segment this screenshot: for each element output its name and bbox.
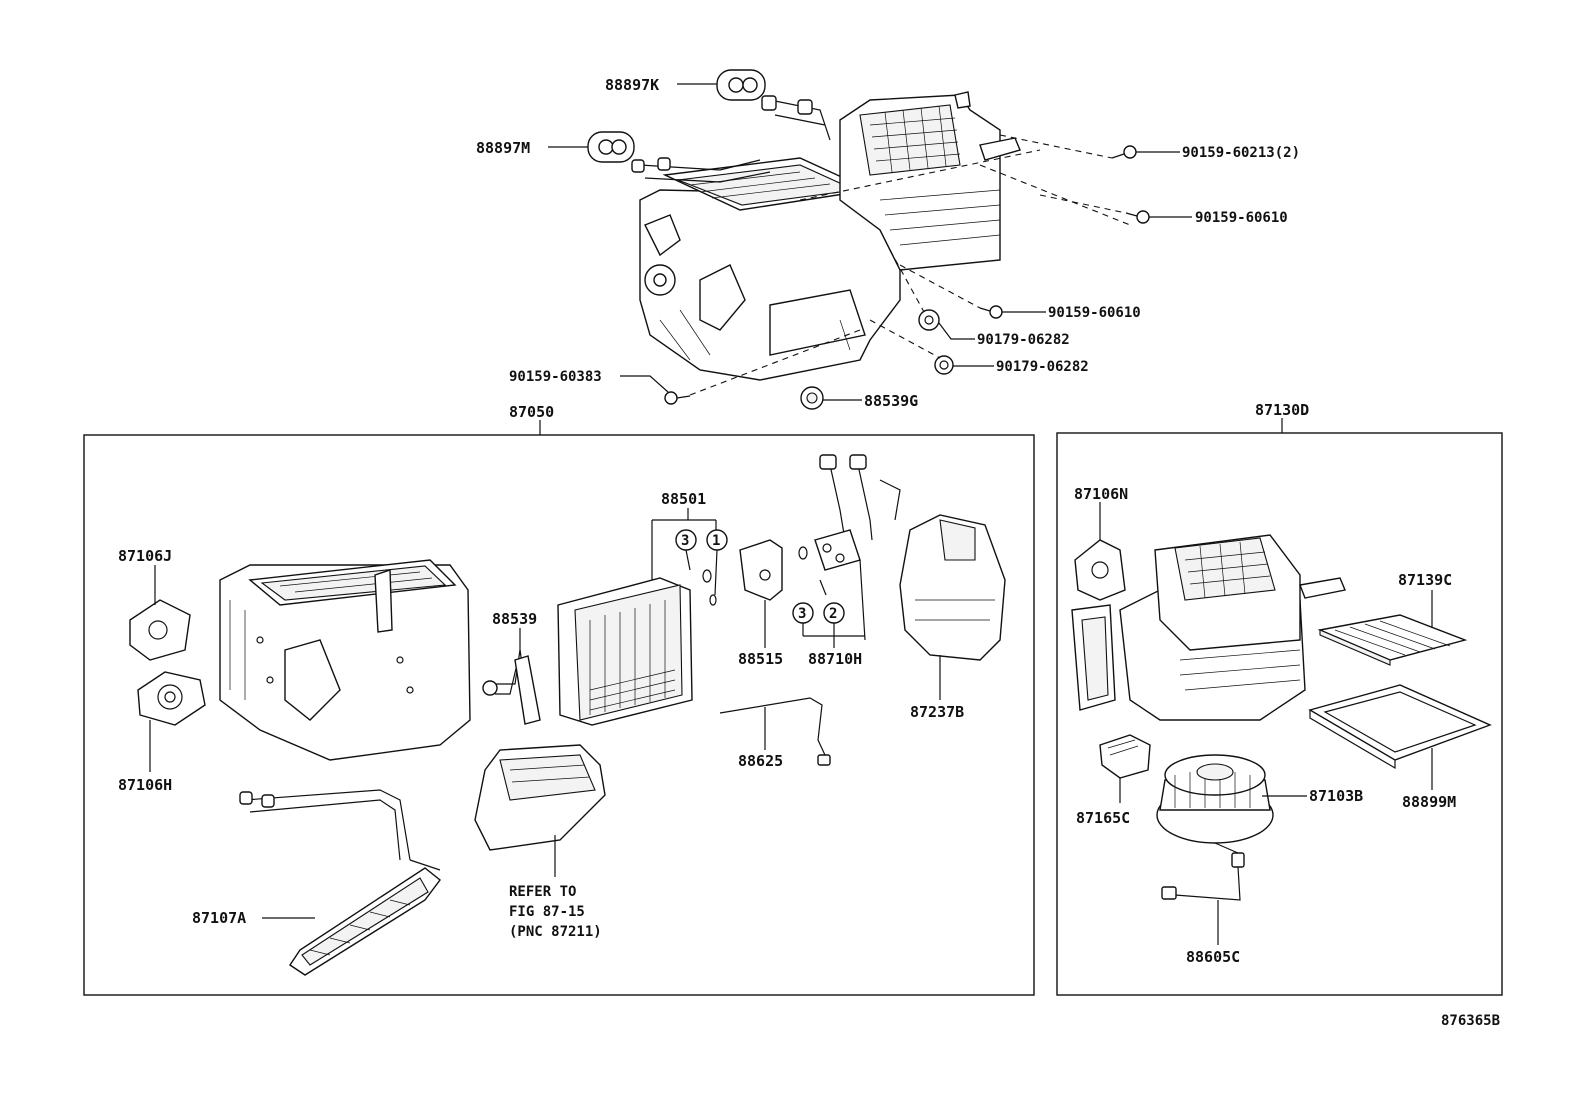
svg-text:3: 3	[681, 533, 689, 549]
filter-frame-88899m	[1308, 684, 1492, 770]
label-87106h: 87106H	[118, 776, 172, 794]
actuator-87106n	[1074, 539, 1126, 601]
grommet-88897m	[587, 131, 635, 163]
box-87050: 87050 87106J 87106H	[83, 403, 1035, 996]
label-87130d: 87130D	[1255, 401, 1309, 419]
index-circle-3b: 3	[792, 602, 814, 624]
svg-text:1: 1	[712, 533, 720, 549]
expansion-valve-88515	[739, 539, 783, 601]
index-circle-2: 2	[823, 602, 845, 624]
label-90159-60610-b: 90159-60610	[1048, 305, 1141, 321]
refer-line-2: FIG 87-15	[509, 904, 585, 920]
label-87139c: 87139C	[1398, 571, 1452, 589]
label-90179-06282-a: 90179-06282	[977, 332, 1070, 348]
label-88539: 88539	[492, 610, 537, 628]
label-88515: 88515	[738, 650, 783, 668]
nut-90179-06282-b	[934, 355, 954, 375]
filter-87139c	[1317, 614, 1468, 666]
svg-text:3: 3	[798, 606, 806, 622]
label-90159-60213: 90159-60213(2)	[1182, 145, 1300, 161]
label-90159-60383: 90159-60383	[509, 369, 602, 385]
actuator-87106j	[129, 599, 191, 661]
screw-90159-60213	[1111, 145, 1137, 159]
blower-motor-87103b	[1156, 754, 1274, 844]
label-87103b: 87103B	[1309, 787, 1363, 805]
label-88899m: 88899M	[1402, 793, 1456, 811]
label-90179-06282-b: 90179-06282	[996, 359, 1089, 375]
label-87106j: 87106J	[118, 547, 172, 565]
harness-88605c	[1161, 842, 1245, 901]
refer-part-87211	[474, 744, 606, 851]
label-90159-60610-a: 90159-60610	[1195, 210, 1288, 226]
label-88897m: 88897M	[476, 139, 530, 157]
heater-core-87107a	[239, 789, 441, 976]
screw-90159-60610-b	[979, 305, 1003, 319]
pipe-88710h	[814, 454, 901, 641]
screw-90159-60383	[664, 391, 691, 405]
svg-text:2: 2	[829, 606, 837, 622]
hvac-unit-assembly	[631, 91, 1021, 381]
label-87107a: 87107A	[192, 909, 246, 927]
refer-line-3: (PNC 87211)	[509, 924, 602, 940]
box-87130d: 87130D 87106N 87139C 88	[1056, 401, 1503, 996]
grommet-88539g	[800, 386, 824, 410]
label-88539g: 88539G	[864, 392, 918, 410]
actuator-87106h	[137, 671, 206, 726]
index-circle-3a: 3	[675, 529, 697, 551]
grommet-88897k	[716, 69, 766, 101]
duct-87237b	[899, 514, 1006, 661]
label-88605c: 88605C	[1186, 948, 1240, 966]
label-87165c: 87165C	[1076, 809, 1130, 827]
label-87106n: 87106N	[1074, 485, 1128, 503]
label-88625: 88625	[738, 752, 783, 770]
label-87050: 87050	[509, 403, 554, 421]
figure-code: 876365B	[1441, 1013, 1500, 1029]
label-88501: 88501	[661, 490, 706, 508]
resistor-87165c	[1099, 734, 1151, 779]
evaporator	[557, 577, 693, 726]
nut-90179-06282-a	[918, 309, 940, 331]
sensor-88625	[719, 697, 831, 766]
hose-88539	[482, 649, 541, 725]
label-88897k: 88897K	[605, 76, 659, 94]
screw-90159-60610-a	[1125, 210, 1150, 224]
refer-line-1: REFER TO	[509, 884, 576, 900]
index-circle-1: 1	[706, 529, 728, 551]
label-88710h: 88710H	[808, 650, 862, 668]
label-87237b: 87237B	[910, 703, 964, 721]
